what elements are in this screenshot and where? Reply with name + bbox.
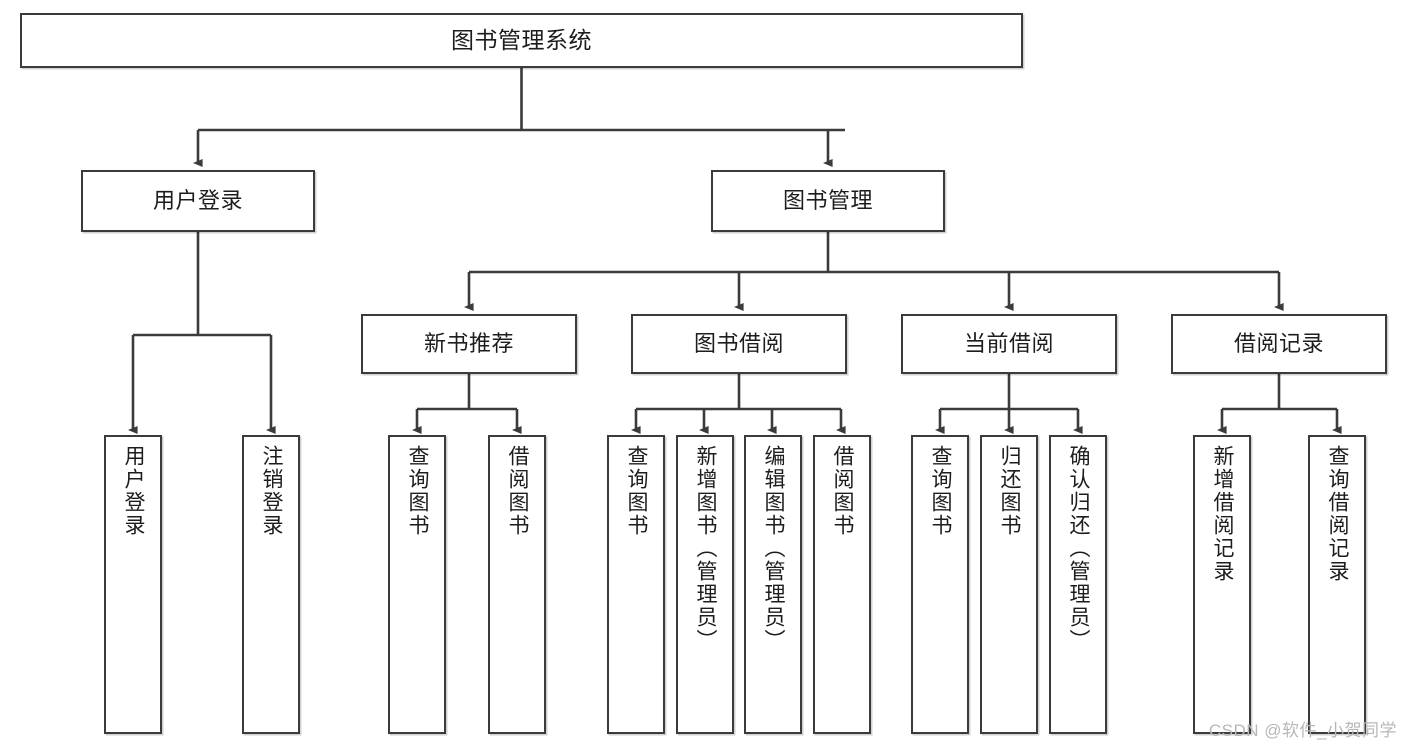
leaf-borrow-record-add[interactable]: 新增借阅记录	[1193, 435, 1251, 734]
node-label: 确认归还（管理员）	[1067, 445, 1091, 652]
node-label: 归还图书	[998, 445, 1022, 537]
node-label: 编辑图书（管理员）	[762, 445, 786, 652]
node-current-borrow[interactable]: 当前借阅	[901, 314, 1117, 374]
node-book-borrow[interactable]: 图书借阅	[631, 314, 847, 374]
node-book-management[interactable]: 图书管理	[711, 170, 945, 232]
node-label: 图书管理	[782, 188, 873, 214]
watermark-text: CSDN @软件_小贺同学	[1208, 721, 1397, 740]
node-label: 当前借阅	[963, 331, 1054, 357]
node-label: 用户登录	[122, 445, 146, 537]
node-label: 借阅图书	[506, 445, 530, 537]
node-label: 图书管理系统	[451, 27, 592, 54]
node-borrow-record[interactable]: 借阅记录	[1171, 314, 1387, 374]
node-label: 查询借阅记录	[1326, 445, 1350, 583]
leaf-user-login-login[interactable]: 用户登录	[104, 435, 162, 734]
node-label: 查询图书	[406, 445, 430, 537]
node-label: 注销登录	[260, 445, 284, 537]
node-user-login[interactable]: 用户登录	[81, 170, 315, 232]
leaf-book-borrow-edit[interactable]: 编辑图书（管理员）	[744, 435, 802, 734]
leaf-user-login-logout[interactable]: 注销登录	[242, 435, 300, 734]
node-label: 新书推荐	[423, 331, 514, 357]
leaf-borrow-record-query[interactable]: 查询借阅记录	[1308, 435, 1366, 734]
node-root-system[interactable]: 图书管理系统	[20, 13, 1023, 68]
node-label: 用户登录	[152, 188, 243, 214]
node-label: 借阅记录	[1233, 331, 1324, 357]
node-new-book-recommend[interactable]: 新书推荐	[361, 314, 577, 374]
node-label: 查询图书	[929, 445, 953, 537]
leaf-book-borrow-query[interactable]: 查询图书	[607, 435, 665, 734]
node-label: 图书借阅	[693, 331, 784, 357]
node-label: 新增图书（管理员）	[694, 445, 718, 652]
node-label: 新增借阅记录	[1211, 445, 1235, 583]
leaf-new-book-borrow[interactable]: 借阅图书	[488, 435, 546, 734]
leaf-current-borrow-confirm[interactable]: 确认归还（管理员）	[1049, 435, 1107, 734]
leaf-book-borrow-borrow[interactable]: 借阅图书	[813, 435, 871, 734]
leaf-current-borrow-return[interactable]: 归还图书	[980, 435, 1038, 734]
leaf-current-borrow-query[interactable]: 查询图书	[911, 435, 969, 734]
leaf-new-book-query[interactable]: 查询图书	[388, 435, 446, 734]
node-label: 查询图书	[625, 445, 649, 537]
node-label: 借阅图书	[831, 445, 855, 537]
leaf-book-borrow-add[interactable]: 新增图书（管理员）	[676, 435, 734, 734]
